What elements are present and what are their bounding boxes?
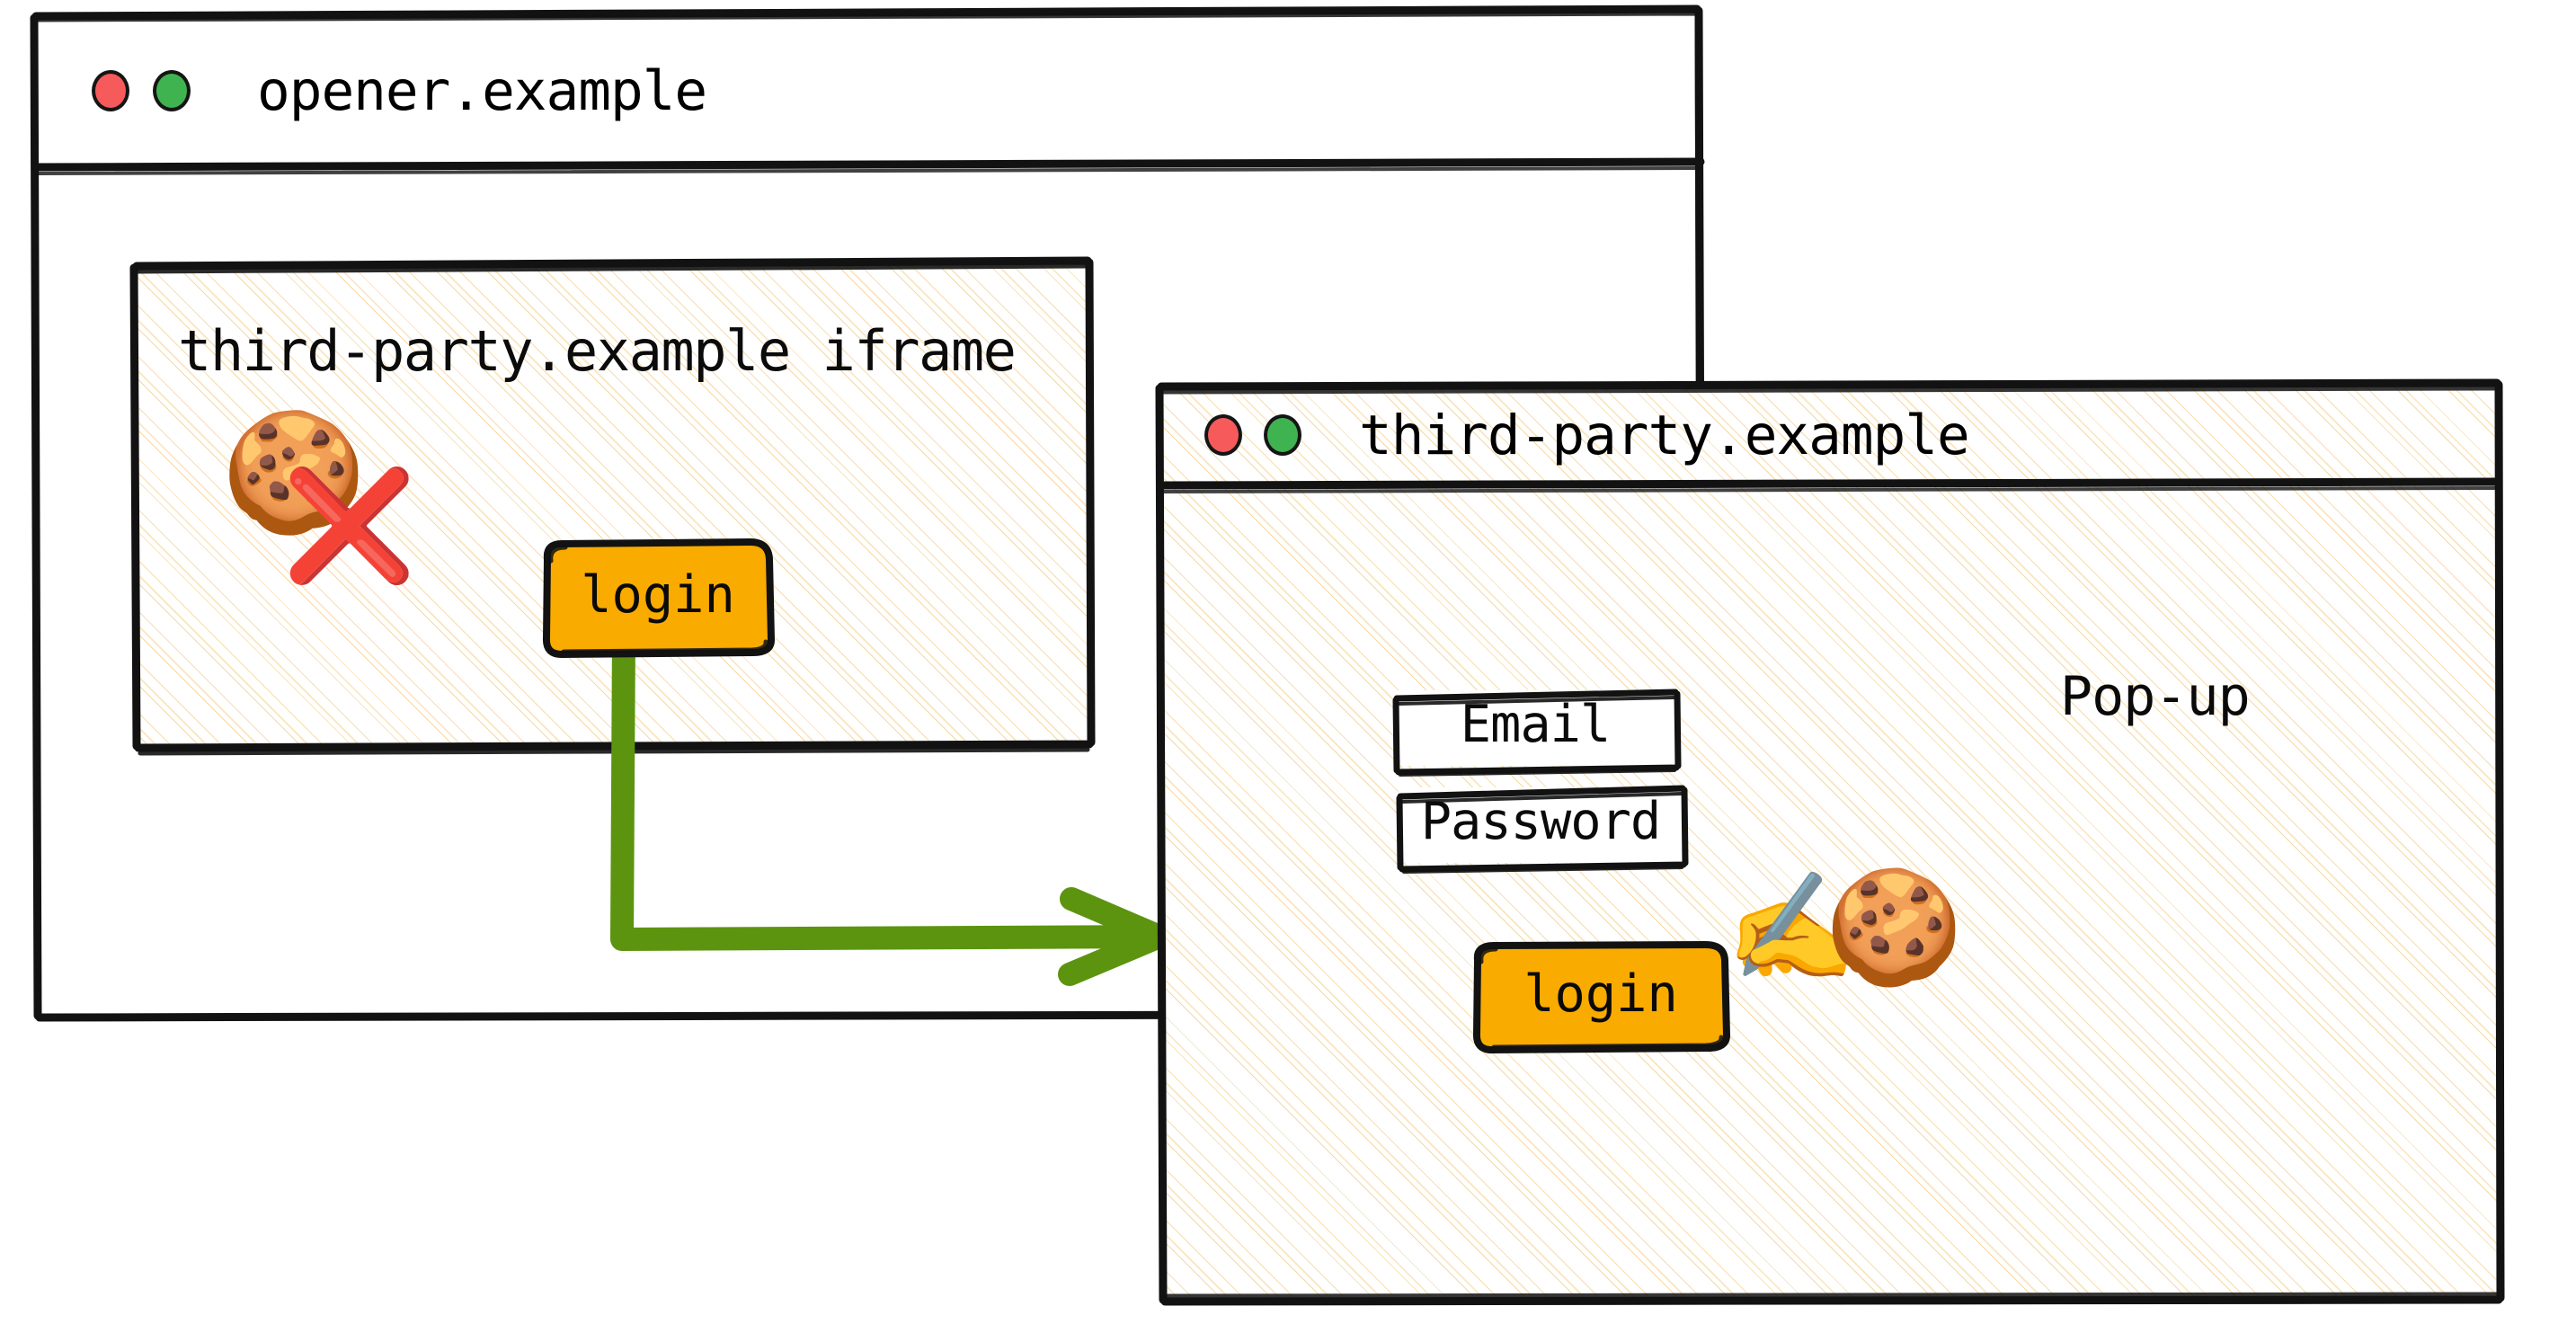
iframe-login-button-label: login [581, 565, 735, 625]
close-button-icon[interactable] [92, 70, 129, 111]
maximize-button-icon[interactable] [153, 70, 191, 111]
popup-close-button-icon[interactable] [1204, 414, 1242, 456]
red-cross-icon: ❌ [282, 464, 417, 589]
password-field-label: Password [1420, 792, 1662, 851]
writing-hand-icon: ✍️ [1726, 865, 1858, 989]
iframe-login-button[interactable]: login [542, 538, 775, 658]
third-party-iframe-panel: third-party.example iframe 🍪 ❌ login [129, 256, 1096, 756]
popup-traffic-lights [1204, 414, 1301, 456]
popup-window-frame [1155, 378, 2505, 1306]
popup-window-title: third-party.example [1359, 403, 1970, 467]
popup-maximize-button-icon[interactable] [1264, 414, 1301, 456]
popup-login-button[interactable]: login [1472, 941, 1730, 1053]
popup-annotation-label: Pop-up [2060, 665, 2251, 728]
opener-window-title: opener.example [257, 58, 707, 123]
cookie-icon: 🍪 [221, 404, 367, 540]
popup-window-background [1161, 385, 2500, 1302]
password-field-outline [1396, 785, 1689, 874]
popup-login-button-label: login [1523, 964, 1678, 1024]
email-field[interactable]: Email [1392, 689, 1682, 777]
popup-titlebar: third-party.example [1161, 385, 2500, 485]
opener-titlebar: opener.example [36, 14, 1701, 167]
email-field-outline [1392, 689, 1682, 777]
opener-traffic-lights [92, 70, 191, 111]
email-field-label: Email [1460, 695, 1612, 754]
popup-login-button-outline [1472, 941, 1730, 1053]
password-field[interactable]: Password [1396, 785, 1689, 874]
third-party-popup-window: third-party.example Pop-up Email Passwor… [1155, 378, 2505, 1306]
iframe-panel-title: third-party.example iframe [178, 318, 1017, 384]
popup-cookie-icon: 🍪 [1825, 863, 1964, 992]
